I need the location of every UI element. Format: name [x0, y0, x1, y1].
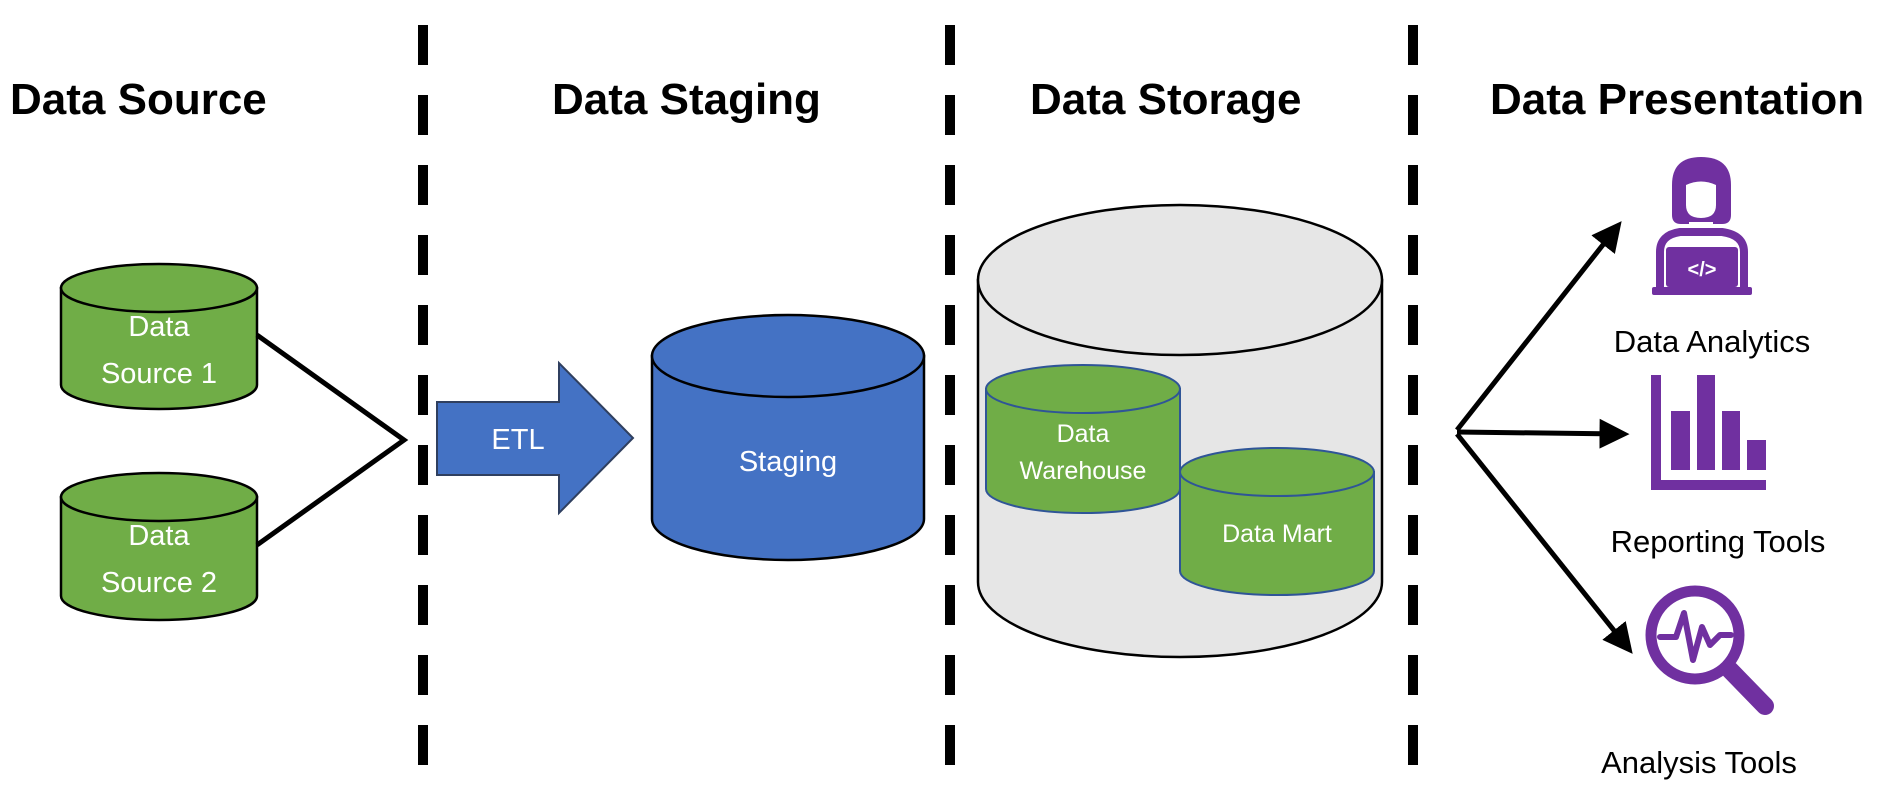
data-source-2-label-line2: Source 2: [101, 567, 217, 599]
data-source-1-label-line1: Data: [128, 311, 190, 343]
arrow-to-reporting-tools: [1456, 418, 1630, 449]
staging-label: Staging: [739, 446, 837, 478]
staging-cylinder: Staging: [650, 313, 926, 562]
data-analytics-label: Data Analytics: [1614, 324, 1810, 359]
data-source-1-cylinder: Data Source 1: [59, 262, 259, 411]
etl-arrow: ETL: [436, 360, 635, 516]
data-source-2-cylinder: Data Source 2: [59, 471, 259, 622]
heading-data-staging: Data Staging: [552, 75, 821, 124]
heading-data-source: Data Source: [10, 75, 267, 124]
source-merge-connector: [255, 332, 409, 548]
data-source-2-label-line1: Data: [128, 520, 190, 552]
etl-label: ETL: [491, 424, 544, 456]
data-warehouse-label-line2: Warehouse: [1020, 457, 1147, 485]
data-warehouse-cylinder: Data Warehouse: [985, 364, 1181, 514]
heading-data-storage: Data Storage: [1030, 75, 1301, 124]
data-source-1-label-line2: Source 1: [101, 358, 217, 390]
data-warehouse-label-line1: Data: [1057, 420, 1110, 448]
analysis-tools-label: Analysis Tools: [1601, 745, 1797, 780]
bar-chart-icon: [1651, 375, 1766, 490]
arrow-to-data-analytics: [1455, 221, 1622, 432]
heading-data-presentation: Data Presentation: [1490, 75, 1864, 124]
data-mart-cylinder: Data Mart: [1179, 447, 1375, 596]
data-mart-label: Data Mart: [1222, 520, 1332, 548]
magnifier-pulse-icon: [1645, 585, 1774, 715]
code-brackets-glyph: </>: [1688, 259, 1717, 281]
arrow-to-analysis-tools: [1455, 432, 1633, 654]
developer-laptop-icon: </>: [1652, 157, 1752, 295]
reporting-tools-label: Reporting Tools: [1611, 524, 1826, 559]
